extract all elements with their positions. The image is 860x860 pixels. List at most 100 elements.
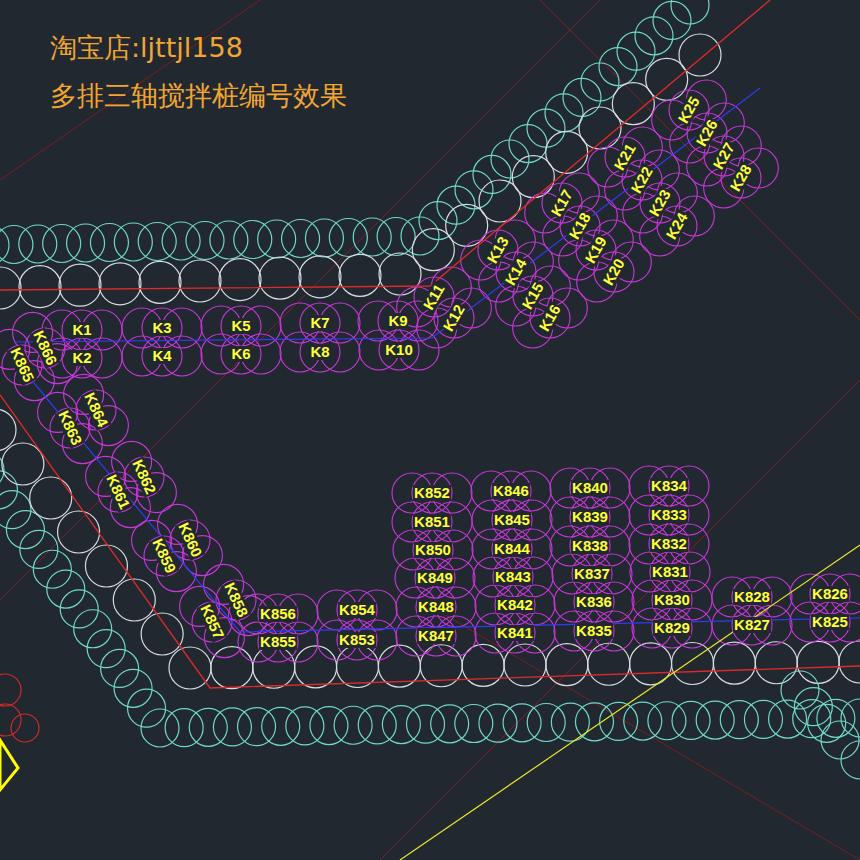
inner-pile (839, 641, 860, 683)
red-boundary (0, 395, 860, 688)
magenta-pile (572, 554, 612, 594)
outer-pile (635, 17, 673, 55)
watermark: 淘宝店:ljttjl158 (50, 32, 243, 64)
inner-pile (113, 579, 155, 621)
inner-pile (85, 545, 127, 587)
outer-pile (310, 707, 348, 745)
pile-number: K845 (493, 512, 531, 528)
inner-pile (0, 34, 721, 309)
outer-pile (305, 219, 343, 257)
pile-number: K833 (650, 507, 688, 523)
pile-number: K865 (7, 344, 38, 385)
outer-pile (563, 78, 601, 116)
outer-pile (0, 451, 860, 747)
outer-pile (0, 491, 31, 529)
pile-number: K840 (571, 480, 609, 496)
pile-number: K848 (417, 599, 455, 615)
outer-pile (821, 721, 859, 759)
magenta-pile (144, 536, 184, 576)
inner-pile (588, 643, 630, 685)
outer-pile (114, 669, 152, 707)
pile-number: K15 (519, 279, 548, 313)
pile-number: K835 (575, 623, 613, 639)
pile-number: K838 (571, 538, 609, 554)
outer-pile (769, 700, 807, 738)
outer-pile (329, 219, 367, 257)
outer-pile (210, 221, 248, 259)
pile-number: K856 (259, 606, 297, 622)
magenta-pile (652, 608, 692, 648)
outer-pile (473, 155, 511, 193)
pile-number: K20 (600, 255, 629, 289)
magenta-pile (732, 605, 772, 645)
pile-number: K21 (611, 140, 640, 174)
outer-pile (353, 218, 391, 256)
outer-pile (600, 702, 638, 740)
pile-number: K854 (338, 602, 376, 618)
inner-pile (219, 259, 261, 301)
magenta-pile (142, 336, 182, 376)
pile-number: K17 (548, 186, 577, 220)
magenta-pile (124, 457, 164, 497)
yellow-line (400, 545, 860, 860)
outer-pile (551, 703, 589, 741)
pile-number: K26 (693, 116, 722, 150)
outer-pile (67, 224, 105, 262)
outer-pile (87, 630, 125, 668)
inner-pile (797, 641, 839, 683)
outer-pile (141, 709, 179, 747)
pile-number: K831 (651, 564, 689, 580)
outer-pile (431, 705, 469, 743)
outer-pile (382, 706, 420, 744)
pile-number: K3 (151, 320, 172, 336)
pile-number: K844 (493, 541, 531, 557)
outer-pile (358, 706, 396, 744)
magenta-pile (62, 338, 102, 378)
outer-pile (189, 708, 227, 746)
outer-pile (19, 225, 57, 263)
pile-number: K832 (650, 536, 688, 552)
outer-pile (90, 224, 128, 262)
outer-pile (419, 202, 457, 240)
outer-pile (653, 1, 691, 39)
pile-number: K14 (502, 255, 531, 289)
pile-number: K18 (566, 209, 595, 243)
outer-pile (186, 222, 224, 260)
inner-pile (339, 254, 381, 296)
pile-number: K4 (151, 348, 172, 364)
blue-axis (15, 360, 860, 632)
magenta-pile (379, 330, 419, 370)
pile-number: K847 (417, 628, 455, 644)
pile-number: K846 (492, 483, 530, 499)
pile-number: K852 (413, 485, 451, 501)
pile-number: K24 (663, 209, 692, 243)
magenta-pile (493, 557, 533, 597)
outer-pile (258, 220, 296, 258)
outer-pile (841, 741, 860, 779)
pile-number: K827 (733, 617, 771, 633)
outer-pile (234, 221, 272, 259)
inner-pile (99, 263, 141, 305)
inner-pile (19, 266, 61, 308)
outer-pile (527, 703, 565, 741)
pile-number: K7 (309, 315, 330, 331)
outer-pile (720, 701, 758, 739)
pile-number: K25 (675, 93, 704, 127)
outer-pile (503, 704, 541, 742)
pile-number: K28 (727, 161, 756, 195)
pile-number: K864 (81, 389, 112, 430)
pile-number: K850 (414, 542, 452, 558)
pile-number: K9 (387, 313, 408, 329)
outer-pile (437, 186, 475, 224)
inner-pile (0, 267, 21, 309)
inner-pile (679, 34, 721, 76)
inner-pile (139, 261, 181, 303)
outer-pile (401, 217, 439, 255)
inner-pile (59, 264, 101, 306)
red-boundary (0, 0, 770, 290)
pile-number: K834 (650, 478, 688, 494)
magenta-pile (2, 345, 42, 385)
watermark: 多排三轴搅拌桩编号效果 (50, 80, 347, 112)
pile-number: K830 (653, 592, 691, 608)
inner-pile (713, 642, 755, 684)
